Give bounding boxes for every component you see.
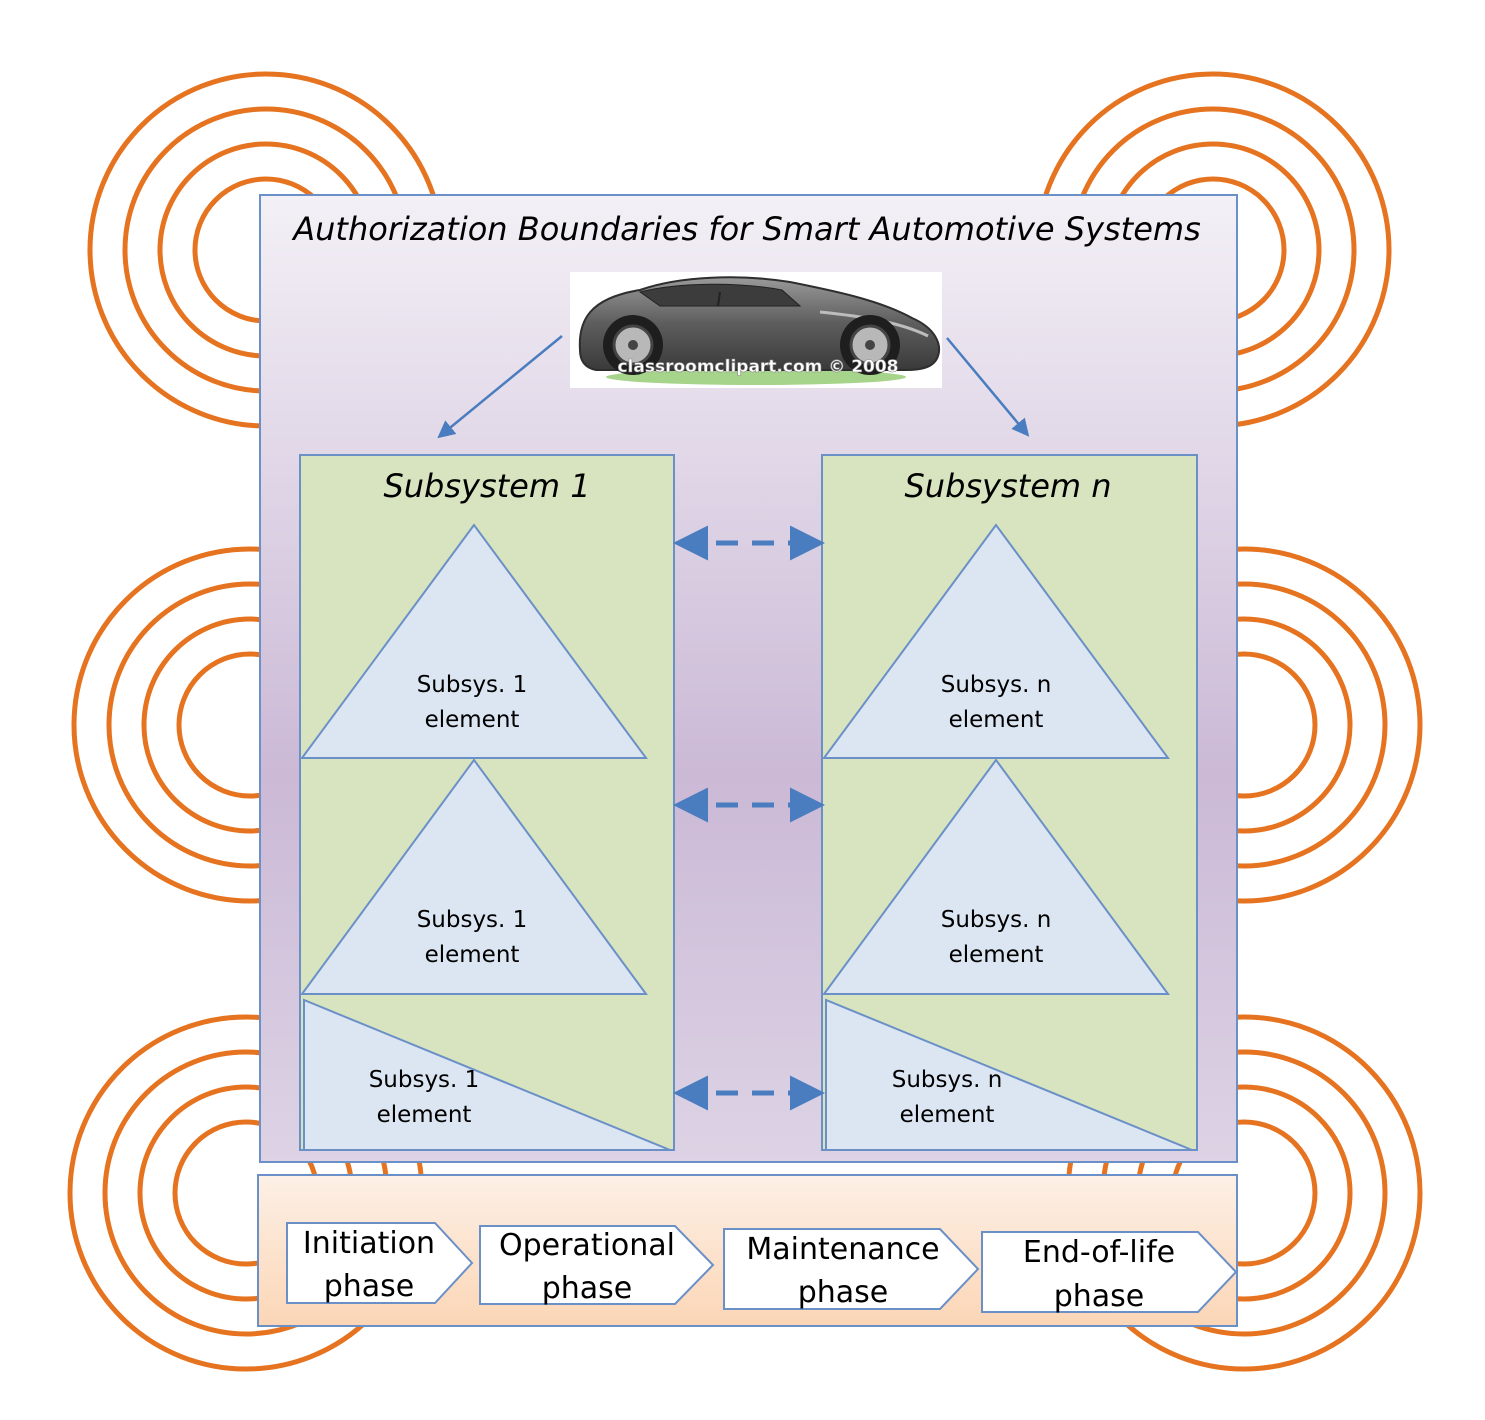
arrow-car-to-subsystem-n (946, 337, 1030, 437)
element-label-line1: Subsys. 1 (417, 907, 528, 933)
phase-label-line2: phase (542, 1271, 633, 1306)
car-image: classroomclipart.com © 2008 (570, 272, 942, 388)
subsystem-1: Subsystem 1 Subsys. 1 element Subsys. 1 … (299, 454, 675, 1151)
phase-label-line2: phase (324, 1269, 415, 1304)
subsystem-element: Subsys. 1 element (300, 758, 648, 995)
element-label-line2: element (949, 707, 1044, 733)
element-label-line1: Subsys. n (892, 1067, 1003, 1093)
lifecycle-phase-bar: Initiation phase Operational phase Maint… (257, 1174, 1238, 1327)
phase-label-line1: End-of-life (1023, 1235, 1175, 1270)
phase-label-line1: Operational (499, 1228, 675, 1263)
phase-label-line1: Initiation (303, 1226, 435, 1261)
element-label-line2: element (377, 1102, 472, 1128)
element-label-line2: element (949, 942, 1044, 968)
element-label-line1: Subsys. 1 (417, 672, 528, 698)
subsystem-element: Subsys. 1 element (300, 523, 648, 759)
subsystem-element: Subsys. n element (825, 998, 1193, 1151)
watermark-text: classroomclipart.com © 2008 (617, 357, 898, 377)
subsystem-title: Subsystem n (904, 467, 1111, 505)
element-label-line1: Subsys. 1 (369, 1067, 480, 1093)
phase-label-line2: phase (1054, 1279, 1145, 1314)
element-label-line2: element (425, 707, 520, 733)
subsystem-element: Subsys. n element (822, 523, 1170, 759)
element-label-line1: Subsys. n (941, 907, 1052, 933)
phase-initiation: Initiation phase (286, 1222, 474, 1304)
element-label-line1: Subsys. n (941, 672, 1052, 698)
arrow-car-to-subsystem-1 (437, 335, 563, 439)
sports-car-icon (578, 276, 940, 375)
diagram-title: Authorization Boundaries for Smart Autom… (291, 210, 1201, 248)
subsystem-element: Subsys. n element (822, 758, 1170, 995)
subsystem-title: Subsystem 1 (383, 467, 590, 505)
element-label-line2: element (425, 942, 520, 968)
element-label-line2: element (900, 1102, 995, 1128)
phase-maintenance: Maintenance phase (723, 1228, 980, 1310)
phase-operational: Operational phase (479, 1225, 715, 1306)
phase-end-of-life: End-of-life phase (981, 1231, 1238, 1314)
subsystem-element: Subsys. 1 element (303, 998, 671, 1151)
phase-label-line2: phase (798, 1275, 889, 1310)
phase-label-line1: Maintenance (746, 1232, 939, 1267)
subsystem-n: Subsystem n Subsys. n element Subsys. n … (821, 454, 1198, 1151)
